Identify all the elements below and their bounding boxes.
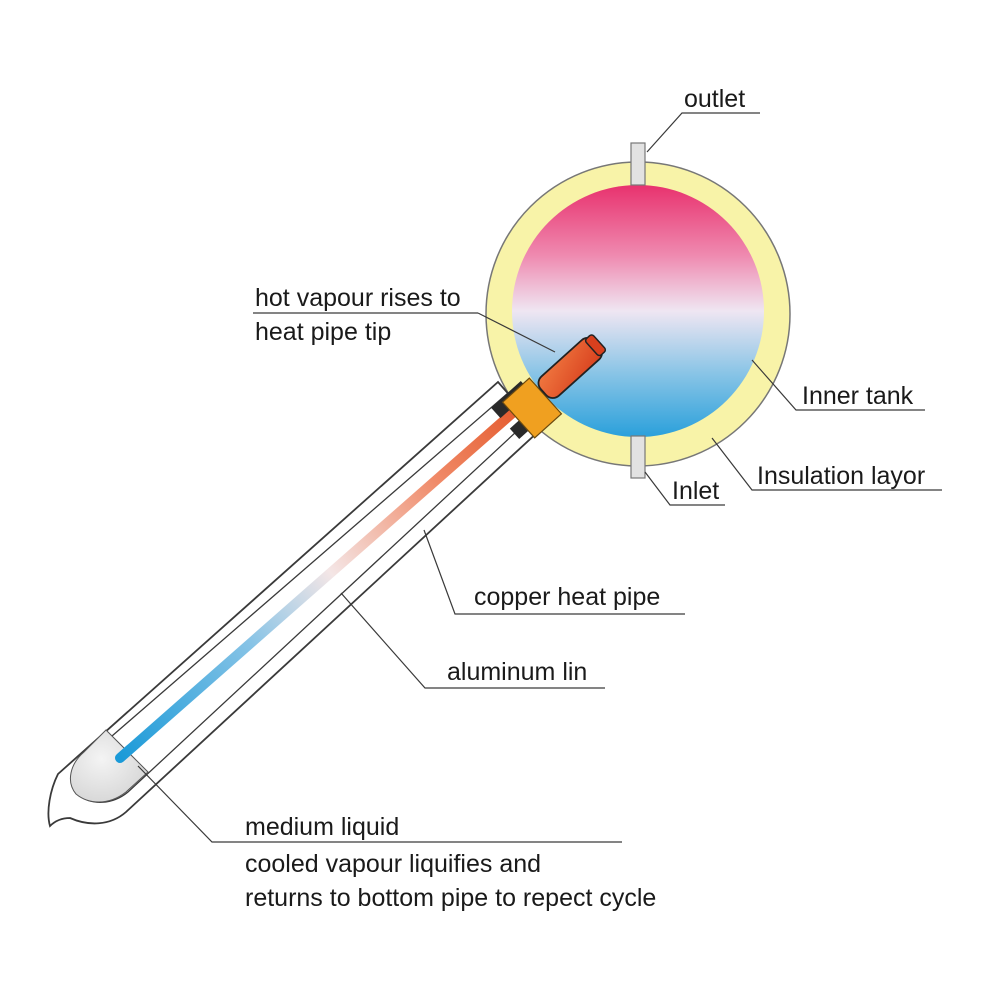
- label-aluminum-lin-text: aluminum lin: [447, 658, 587, 686]
- label-hot-vapour: hot vapour rises to heat pipe tip: [253, 284, 556, 353]
- collar: [501, 377, 563, 439]
- copper-heat-pipe: [115, 397, 530, 763]
- label-inlet: Inlet: [644, 471, 725, 506]
- label-hot-vapour-line2: heat pipe tip: [255, 318, 391, 346]
- label-outlet-text: outlet: [684, 85, 745, 113]
- label-cooled-vapour-line1: cooled vapour liquifies and: [245, 850, 541, 878]
- label-copper-heat-pipe-text: copper heat pipe: [474, 583, 660, 611]
- label-cooled-vapour-line2: returns to bottom pipe to repect cycle: [245, 884, 656, 912]
- inlet-pipe: [630, 435, 646, 479]
- label-inlet-text: Inlet: [672, 477, 719, 505]
- label-inner-tank-text: Inner tank: [802, 382, 914, 410]
- label-medium-liquid-text: medium liquid: [245, 813, 399, 841]
- label-medium-liquid: medium liquid cooled vapour liquifies an…: [137, 765, 656, 912]
- label-aluminum-lin: aluminum lin: [340, 592, 605, 689]
- label-hot-vapour-line1: hot vapour rises to: [255, 284, 461, 312]
- label-outlet: outlet: [646, 85, 760, 153]
- label-insulation-layer: Insulation layor: [711, 437, 942, 491]
- label-copper-heat-pipe: copper heat pipe: [423, 529, 685, 615]
- evacuated-tube-assembly: [47, 334, 607, 828]
- outlet-pipe: [630, 142, 646, 186]
- inner-tank: [512, 185, 764, 437]
- label-insulation-layer-text: Insulation layor: [757, 462, 925, 490]
- label-inner-tank: Inner tank: [751, 359, 925, 411]
- heat-pipe-tip-condenser: [537, 334, 607, 399]
- medium-liquid-bulb: [69, 729, 149, 803]
